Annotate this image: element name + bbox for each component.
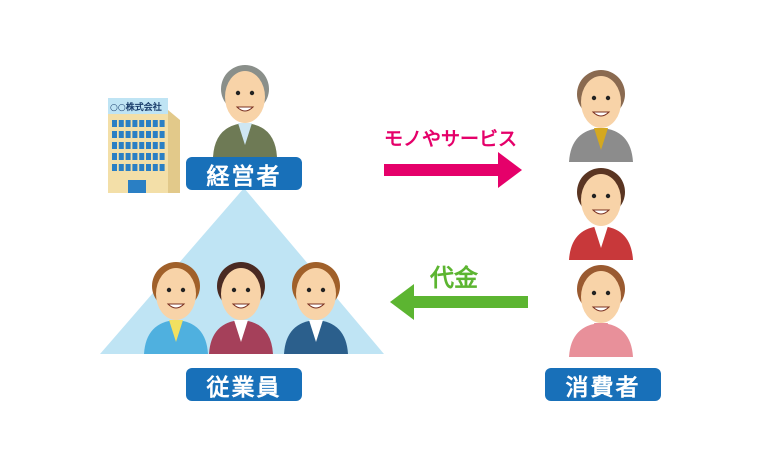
building-window [118,120,124,127]
building-window [125,164,131,171]
building-window [152,153,158,160]
payment-label: 代金 [430,264,478,292]
building-window [146,164,151,171]
person-consumer-1 [569,70,633,162]
building-window [152,142,158,149]
building-window [132,142,138,149]
building-window [112,153,117,160]
building-window [132,164,138,171]
shirt [594,128,608,150]
building-window [132,131,138,138]
face [581,174,621,226]
goods-arrow [384,152,522,188]
shirt [594,323,608,345]
building-window [112,120,117,127]
building-window [146,142,151,149]
company-name: ○○株式会社 [110,103,162,113]
employees-label: 従業員 [186,368,302,401]
building-window [112,164,117,171]
shirt [309,320,323,342]
person-employee-1 [144,262,208,354]
face [581,271,621,323]
person-manager [213,65,277,157]
building-window [139,153,145,160]
person-consumer-2 [569,168,633,260]
building-window [152,120,158,127]
building-window [139,164,145,171]
management-label: 経営者 [186,157,302,190]
shirt [169,320,183,342]
payment-arrow [390,284,528,320]
building-window [112,131,117,138]
face [581,76,621,128]
building-window [159,153,165,160]
building-window [146,131,151,138]
face [156,268,196,320]
person-employee-2 [209,262,273,354]
building-window [112,142,117,149]
building-window [118,164,124,171]
building-window [146,120,151,127]
building-window [146,153,151,160]
building-window [139,120,145,127]
goods-label: モノやサービス [384,128,518,150]
face [221,268,261,320]
building-window [125,120,131,127]
building-window [159,164,165,171]
building-window [125,142,131,149]
person-consumer-3 [569,265,633,357]
building-window [118,153,124,160]
face [296,268,336,320]
building-window [139,131,145,138]
building-window [125,131,131,138]
company-building [108,98,180,193]
building-window [159,131,165,138]
building-window [125,153,131,160]
building-window [118,131,124,138]
shirt [238,123,252,145]
face [225,71,265,123]
building-window [132,120,138,127]
building-window [152,164,158,171]
consumers-label: 消費者 [545,368,661,401]
shirt [234,320,248,342]
building-window [118,142,124,149]
building-window [152,131,158,138]
building-window [139,142,145,149]
building-window [132,153,138,160]
person-employee-3 [284,262,348,354]
building-window [159,142,165,149]
shirt [594,226,608,248]
building-window [159,120,165,127]
